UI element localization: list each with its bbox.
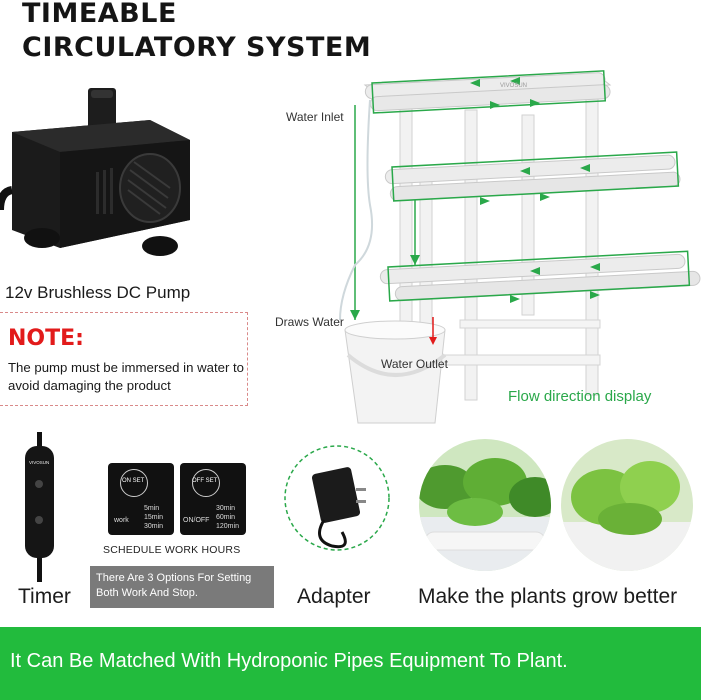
- plants-photos: [419, 439, 693, 571]
- note-text: The pump must be immersed in water to av…: [8, 360, 245, 393]
- timer-brand: VIVOSUN: [29, 460, 49, 465]
- plants-caption: Make the plants grow better: [418, 585, 678, 608]
- note-box: [0, 312, 248, 406]
- work-option-3: 30min: [144, 523, 164, 530]
- off-option-3: 120min: [216, 523, 239, 530]
- draws-water-label: Draws Water: [275, 315, 344, 329]
- title-line-1: TIMEABLE: [22, 0, 177, 29]
- off-set-label: OFF SET: [192, 478, 218, 484]
- bottom-banner: [0, 627, 701, 700]
- on-off-label: ON/OFF: [183, 517, 210, 524]
- work-label: work: [114, 517, 129, 524]
- off-option-1: 30min: [216, 505, 236, 512]
- off-set-panel: OFF SET ON/OFF 30min 60min 120min: [180, 463, 246, 535]
- note-heading: NOTE:: [8, 326, 84, 351]
- hydroponic-rack-diagram: VIVOSUN: [339, 70, 701, 424]
- water-outlet-label: Water Outlet: [381, 357, 448, 371]
- banner-text: It Can Be Matched With Hydroponic Pipes …: [10, 650, 568, 672]
- water-inlet-label: Water Inlet: [286, 110, 344, 124]
- timer-caption: Timer: [18, 585, 71, 608]
- schedule-label: SCHEDULE WORK HOURS: [103, 544, 241, 556]
- title-line-2: CIRCULATORY SYSTEM: [22, 32, 372, 63]
- flow-direction-label: Flow direction display: [508, 388, 652, 405]
- adapter-image: [284, 445, 390, 551]
- off-option-2: 60min: [216, 514, 236, 521]
- rack-brand-label: VIVOSUN: [500, 83, 527, 89]
- work-option-2: 15min: [144, 514, 164, 521]
- pump-caption: 12v Brushless DC Pump: [5, 283, 191, 302]
- on-set-panel: ON SET work 5min 15min 30min: [108, 463, 174, 535]
- options-box: There Are 3 Options For Setting Both Wor…: [90, 566, 274, 608]
- pump-image: [0, 88, 190, 256]
- on-set-label: ON SET: [122, 478, 145, 484]
- adapter-caption: Adapter: [297, 585, 371, 608]
- timer-device-image: VIVOSUN: [25, 432, 54, 582]
- work-option-1: 5min: [144, 505, 160, 512]
